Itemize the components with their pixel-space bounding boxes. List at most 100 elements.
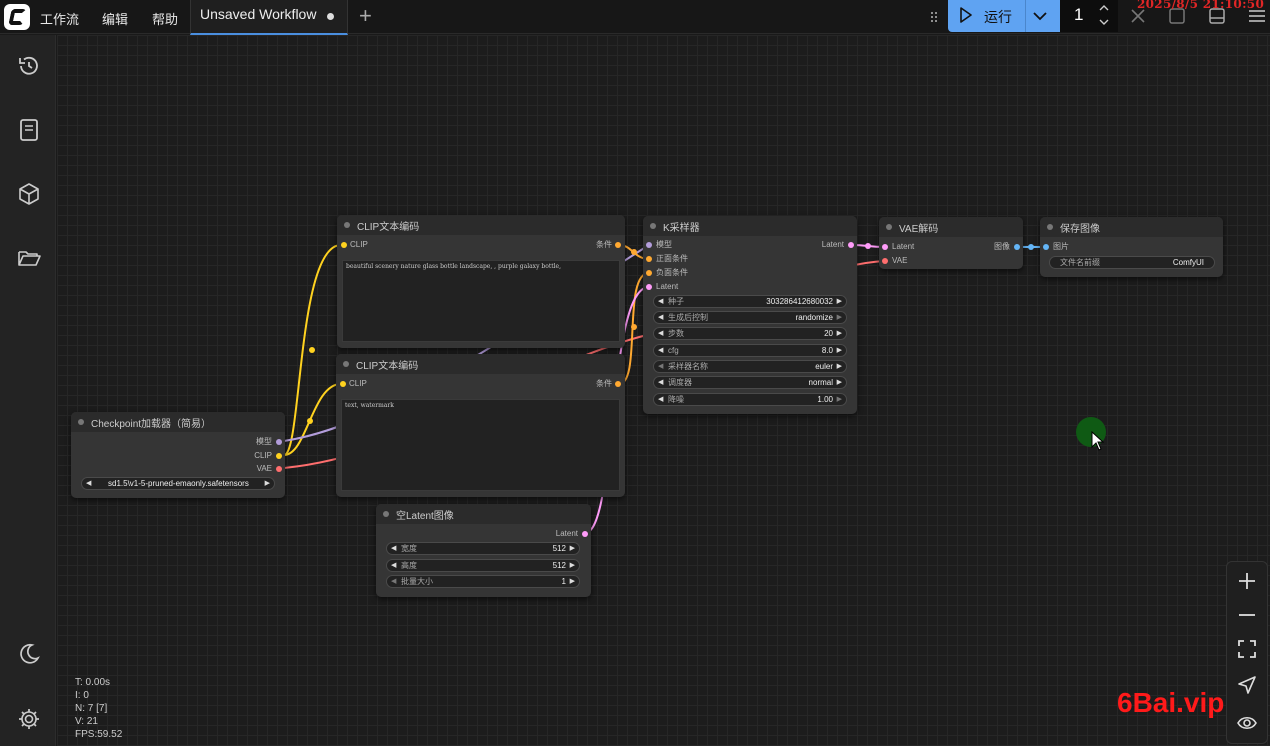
output-slot-conditioning[interactable] xyxy=(615,242,621,248)
cube-icon[interactable] xyxy=(16,181,42,207)
output-slot-clip[interactable] xyxy=(276,453,282,459)
output-slot-latent[interactable] xyxy=(582,531,588,537)
link-reroute-dot xyxy=(1028,244,1034,250)
minus-icon[interactable] xyxy=(1236,604,1258,626)
node-title: CLIP文本编码 xyxy=(357,222,420,233)
input-slot-clip[interactable] xyxy=(341,242,347,248)
book-icon[interactable] xyxy=(16,117,42,143)
slot-label: 图像 xyxy=(994,242,1010,251)
output-slot-image[interactable] xyxy=(1014,244,1020,250)
run-label: 运行 xyxy=(984,9,1012,25)
mouse-cursor-icon xyxy=(1091,431,1105,451)
node-title: 保存图像 xyxy=(1060,224,1100,235)
comfy-logo-icon[interactable] xyxy=(4,4,30,30)
menu-help[interactable]: 帮助 xyxy=(152,12,179,27)
input-slot-clip[interactable] xyxy=(340,381,346,387)
node-header[interactable]: CLIP文本编码 xyxy=(337,215,625,235)
node-header[interactable]: CLIP文本编码 xyxy=(336,354,625,374)
output-slot-model[interactable] xyxy=(276,439,282,445)
input-slot-images[interactable] xyxy=(1043,244,1049,250)
gear-icon[interactable] xyxy=(16,706,42,732)
plus-icon[interactable] xyxy=(1236,570,1258,592)
drag-grip-icon[interactable] xyxy=(930,11,938,23)
panel-icon[interactable] xyxy=(1207,6,1227,26)
input-slot-negative[interactable] xyxy=(646,270,652,276)
fit-icon[interactable] xyxy=(1236,638,1258,660)
chevron-up-icon[interactable] xyxy=(1098,3,1110,13)
run-button[interactable]: 运行 xyxy=(948,0,1060,32)
send-icon[interactable] xyxy=(1236,674,1258,696)
input-slot-vae[interactable] xyxy=(882,258,888,264)
slot-label: 模型 xyxy=(256,437,272,446)
node-header[interactable]: 保存图像 xyxy=(1040,217,1223,237)
slot-label: 条件 xyxy=(596,240,612,249)
top-bar: 工作流 编辑 帮助 Unsaved Workflow + 运行 1 2025/8… xyxy=(0,0,1270,35)
input-slot-model[interactable] xyxy=(646,242,652,248)
slot-label: Latent xyxy=(555,529,578,538)
hamburger-icon[interactable] xyxy=(1247,6,1267,26)
link-reroute-dot xyxy=(631,249,637,255)
slot-label: 条件 xyxy=(596,379,612,388)
batch-count-value[interactable]: 1 xyxy=(1074,5,1084,24)
node-vae-decode[interactable]: VAE解码 Latent VAE 图像 xyxy=(879,217,1023,269)
slot-label: Latent xyxy=(892,242,915,251)
play-icon xyxy=(960,7,972,23)
input-slot-latent[interactable] xyxy=(646,284,652,290)
node-title: VAE解码 xyxy=(899,224,939,235)
slot-label: VAE xyxy=(892,256,908,265)
chevron-down-icon[interactable] xyxy=(1032,8,1048,24)
batch-count-stepper[interactable]: 1 xyxy=(1060,0,1118,32)
eye-icon[interactable] xyxy=(1236,712,1258,734)
slot-label: Latent xyxy=(821,240,844,249)
history-icon[interactable] xyxy=(16,53,42,79)
close-icon[interactable] xyxy=(1128,6,1148,26)
output-slot-vae[interactable] xyxy=(276,466,282,472)
chevron-down-icon[interactable] xyxy=(1098,17,1110,27)
node-header[interactable]: 空Latent图像 xyxy=(376,504,591,524)
slot-label: 模型 xyxy=(656,240,672,249)
node-header[interactable]: VAE解码 xyxy=(879,217,1023,237)
unsaved-dot-icon[interactable] xyxy=(327,13,334,20)
node-header[interactable]: Checkpoint加载器（简易） xyxy=(71,412,285,432)
link-reroute-dot xyxy=(631,324,637,330)
slot-label: VAE xyxy=(256,464,272,473)
new-tab-plus-icon[interactable]: + xyxy=(359,3,372,28)
menu-workflow[interactable]: 工作流 xyxy=(40,12,80,27)
workflow-tab[interactable]: Unsaved Workflow xyxy=(190,0,348,35)
folder-icon[interactable] xyxy=(16,245,42,271)
input-slot-positive[interactable] xyxy=(646,256,652,262)
widget-ckpt-name[interactable]: ◀sd1.5\v1-5-pruned-emaonly.safetensors▶ xyxy=(81,477,275,490)
node-clip-text-encode-negative[interactable]: CLIP文本编码 CLIP 条件 text, watermark xyxy=(336,354,625,497)
prompt-textarea[interactable]: text, watermark xyxy=(341,399,620,491)
output-slot-conditioning[interactable] xyxy=(615,381,621,387)
slot-label: 图片 xyxy=(1053,242,1069,251)
square-icon[interactable] xyxy=(1167,6,1187,26)
node-clip-text-encode-positive[interactable]: CLIP文本编码 CLIP 条件 beautiful scenery natur… xyxy=(337,215,625,348)
slot-label: CLIP xyxy=(349,379,367,388)
menu-edit[interactable]: 编辑 xyxy=(102,12,129,27)
prompt-textarea[interactable]: beautiful scenery nature glass bottle la… xyxy=(342,260,620,342)
stat-v: V: 21 xyxy=(75,716,98,727)
link-clip-pos xyxy=(283,244,342,456)
node-header[interactable]: K采样器 xyxy=(643,216,857,236)
output-slot-latent[interactable] xyxy=(848,242,854,248)
node-checkpoint-loader[interactable]: Checkpoint加载器（简易） 模型 CLIP VAE ◀sd1.5\v1-… xyxy=(71,412,285,498)
input-slot-latent[interactable] xyxy=(882,244,888,250)
graph-canvas[interactable]: CLIP文本编码 CLIP 条件 beautiful scenery natur… xyxy=(57,35,1270,746)
moon-icon[interactable] xyxy=(16,641,42,667)
workflow-tab-label: Unsaved Workflow xyxy=(200,6,317,22)
